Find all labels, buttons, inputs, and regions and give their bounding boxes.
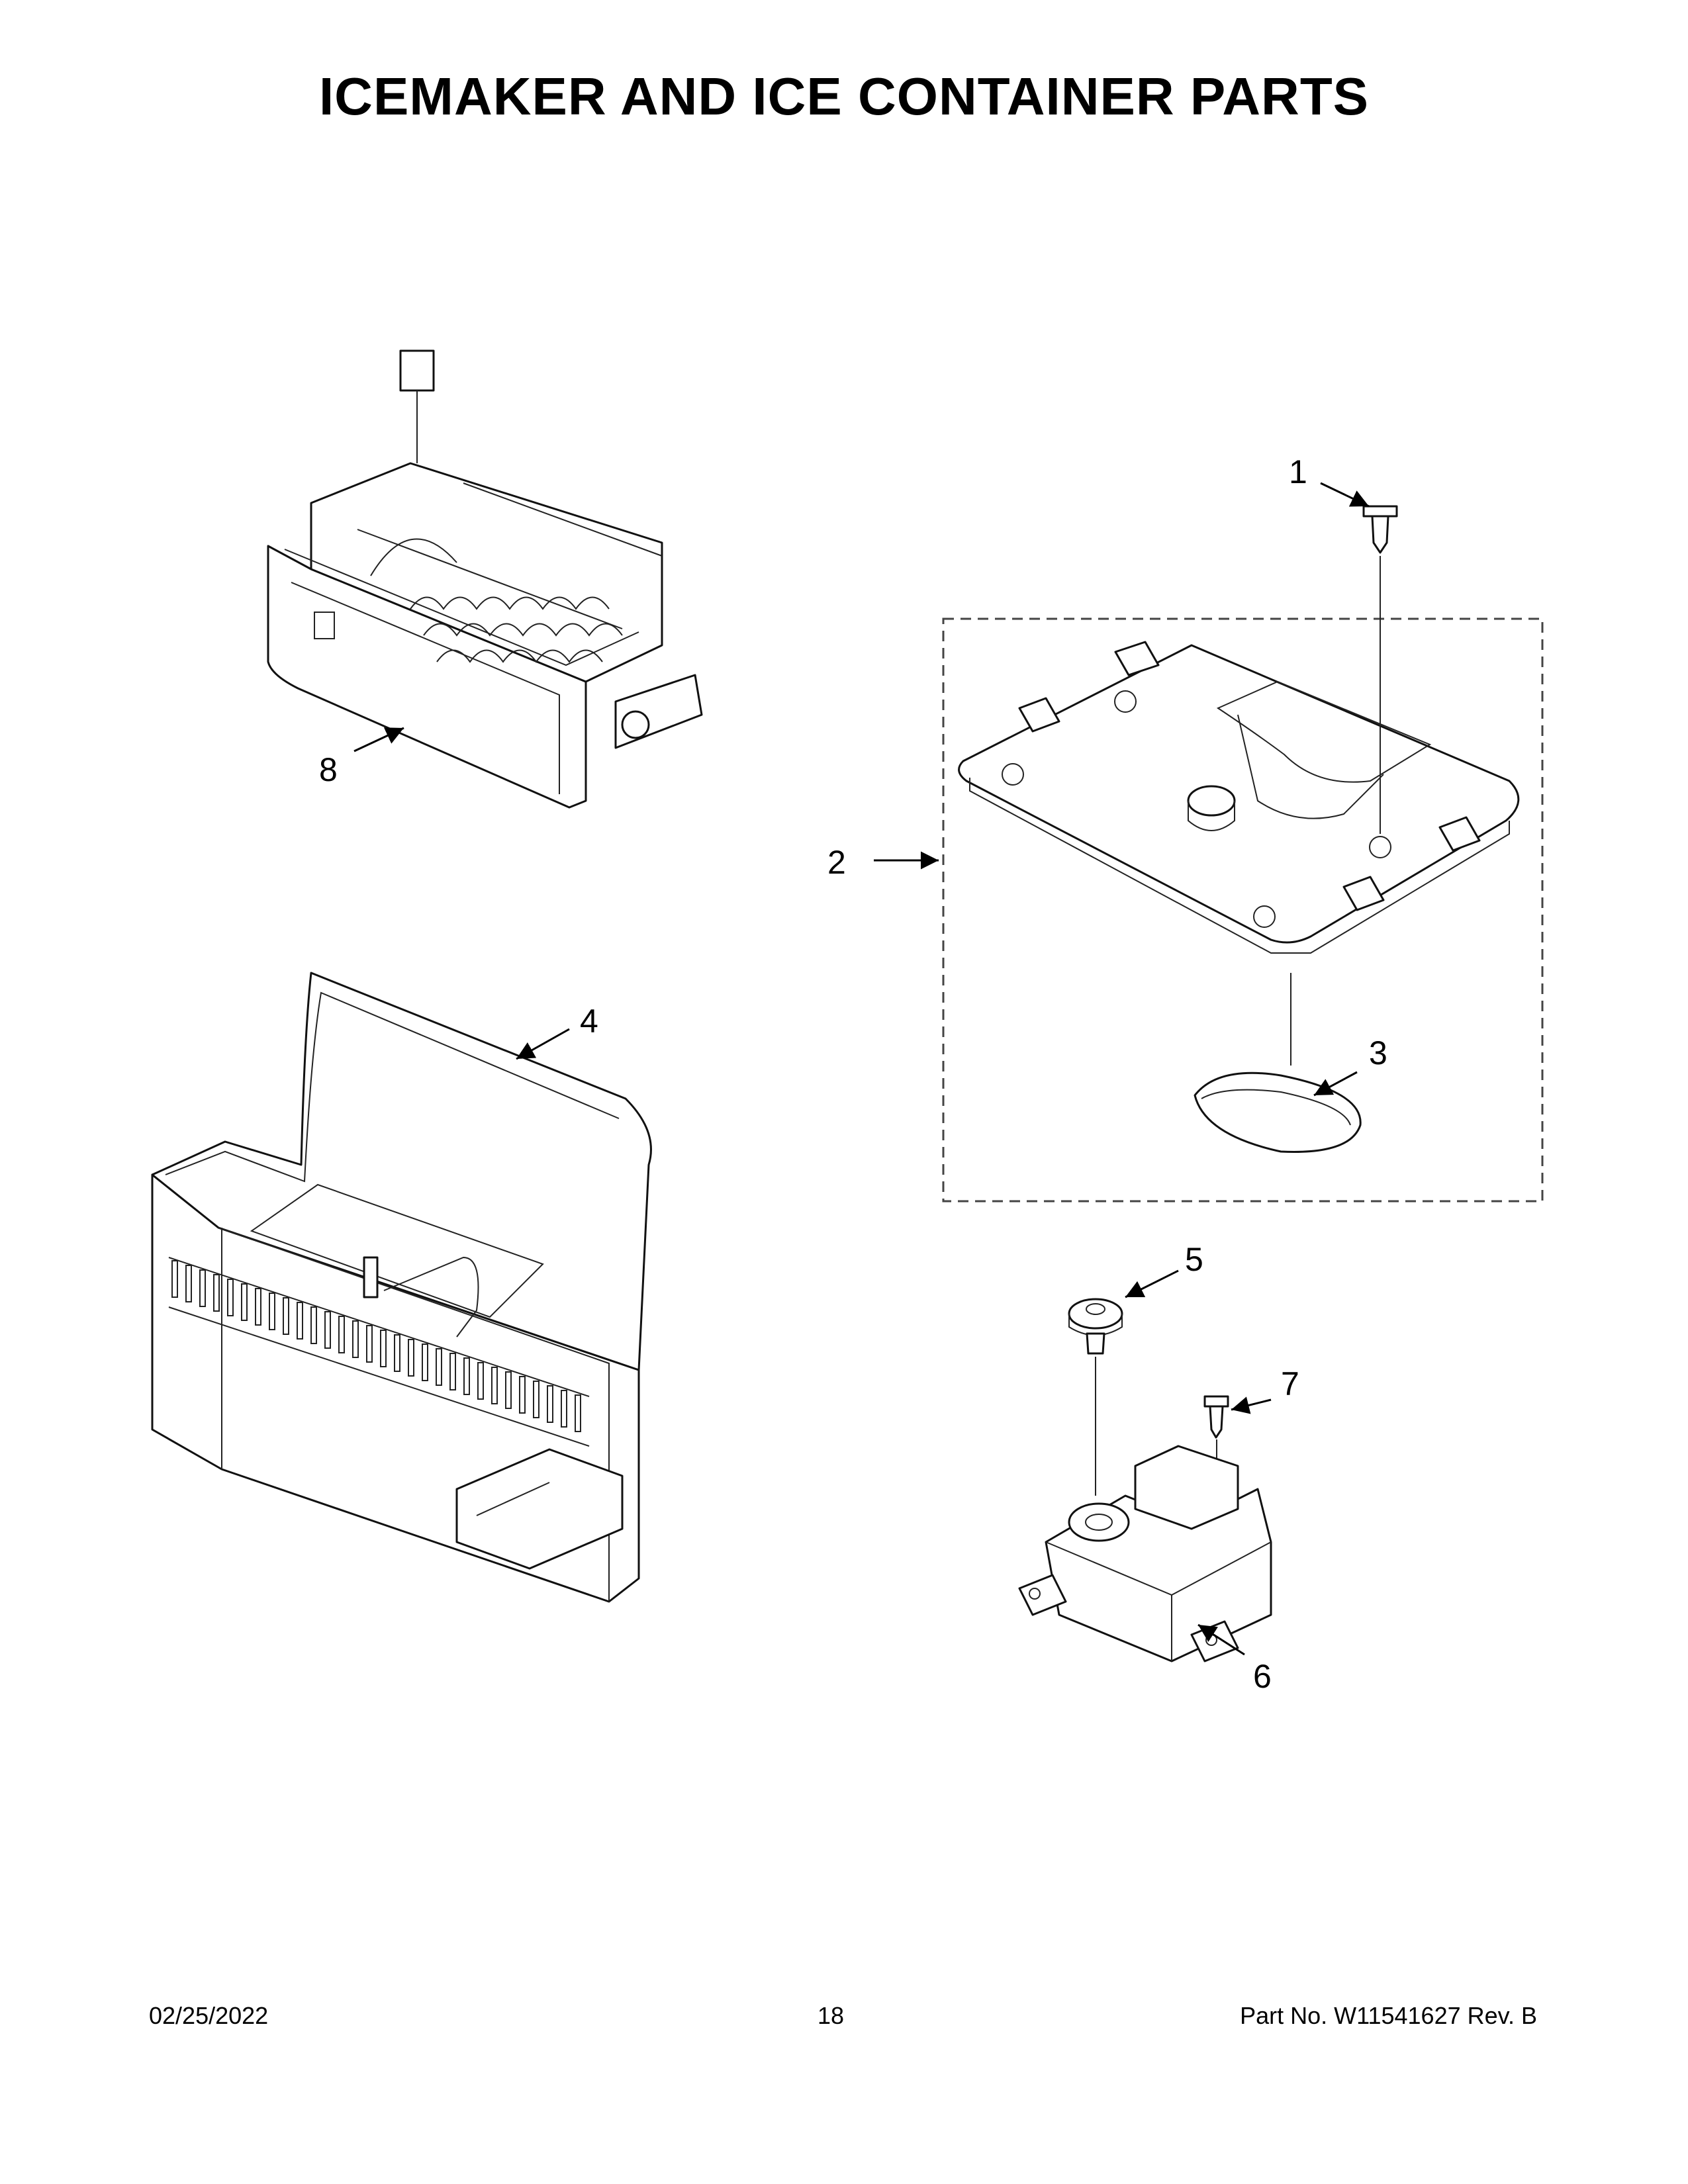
vent-slot: [366, 1325, 373, 1363]
vent-slot: [491, 1367, 498, 1404]
gasket: [1194, 973, 1362, 1153]
vent-slot: [324, 1311, 331, 1349]
dispenser-plate: [942, 617, 1544, 1203]
vent-slot: [547, 1385, 553, 1423]
vent-slot: [449, 1353, 456, 1390]
vent-slot: [352, 1320, 359, 1358]
vent-slot: [310, 1306, 317, 1344]
vent-slot: [477, 1362, 484, 1400]
callout-6-or-7: 7: [1281, 1365, 1299, 1402]
vent-slot: [269, 1293, 275, 1330]
coupler: [1068, 1298, 1123, 1496]
vent-slot: [171, 1260, 178, 1298]
callout-2: 2: [827, 844, 846, 881]
vent-slot: [463, 1357, 470, 1395]
vent-slot: [297, 1302, 303, 1340]
vent-slot: [422, 1343, 428, 1381]
callout-4: 4: [580, 1003, 598, 1040]
vent-slot: [338, 1316, 345, 1353]
screw-top: [1362, 505, 1398, 834]
footer-part-number: Part No. W11541627 Rev. B: [1240, 2002, 1537, 2029]
vent-slot: [380, 1330, 387, 1367]
auger-motor: [1018, 1445, 1272, 1662]
vent-slot: [533, 1381, 539, 1418]
leader-lines: [353, 482, 1370, 1656]
vent-slot: [213, 1274, 220, 1312]
vent-slot: [185, 1265, 192, 1302]
vent-slot: [505, 1371, 512, 1409]
callout-6: 6: [1253, 1658, 1272, 1695]
vent-slot: [436, 1348, 442, 1386]
footer-page-number: 18: [818, 2002, 845, 2029]
vent-slot: [575, 1394, 581, 1432]
footer-date: 02/25/2022: [149, 2002, 269, 2029]
vent-slot: [561, 1390, 567, 1428]
vent-slot: [408, 1339, 414, 1377]
icemaker-assembly: [267, 349, 703, 809]
vent-slot: [519, 1376, 526, 1414]
page-title: ICEMAKER AND ICE CONTAINER PARTS: [318, 67, 1370, 126]
vent-slot: [241, 1283, 248, 1321]
ice-container: [151, 972, 652, 1603]
vent-slot: [227, 1279, 234, 1316]
callout-8: 8: [319, 751, 338, 788]
vent-slot: [199, 1269, 206, 1307]
callout-3: 3: [1369, 1034, 1387, 1071]
screw-motor: [1203, 1395, 1229, 1502]
callout-1: 1: [1289, 453, 1307, 490]
vent-slot: [394, 1334, 400, 1372]
vent-slot: [283, 1297, 289, 1335]
callout-5: 5: [1185, 1241, 1203, 1278]
vent-slot: [255, 1288, 261, 1326]
